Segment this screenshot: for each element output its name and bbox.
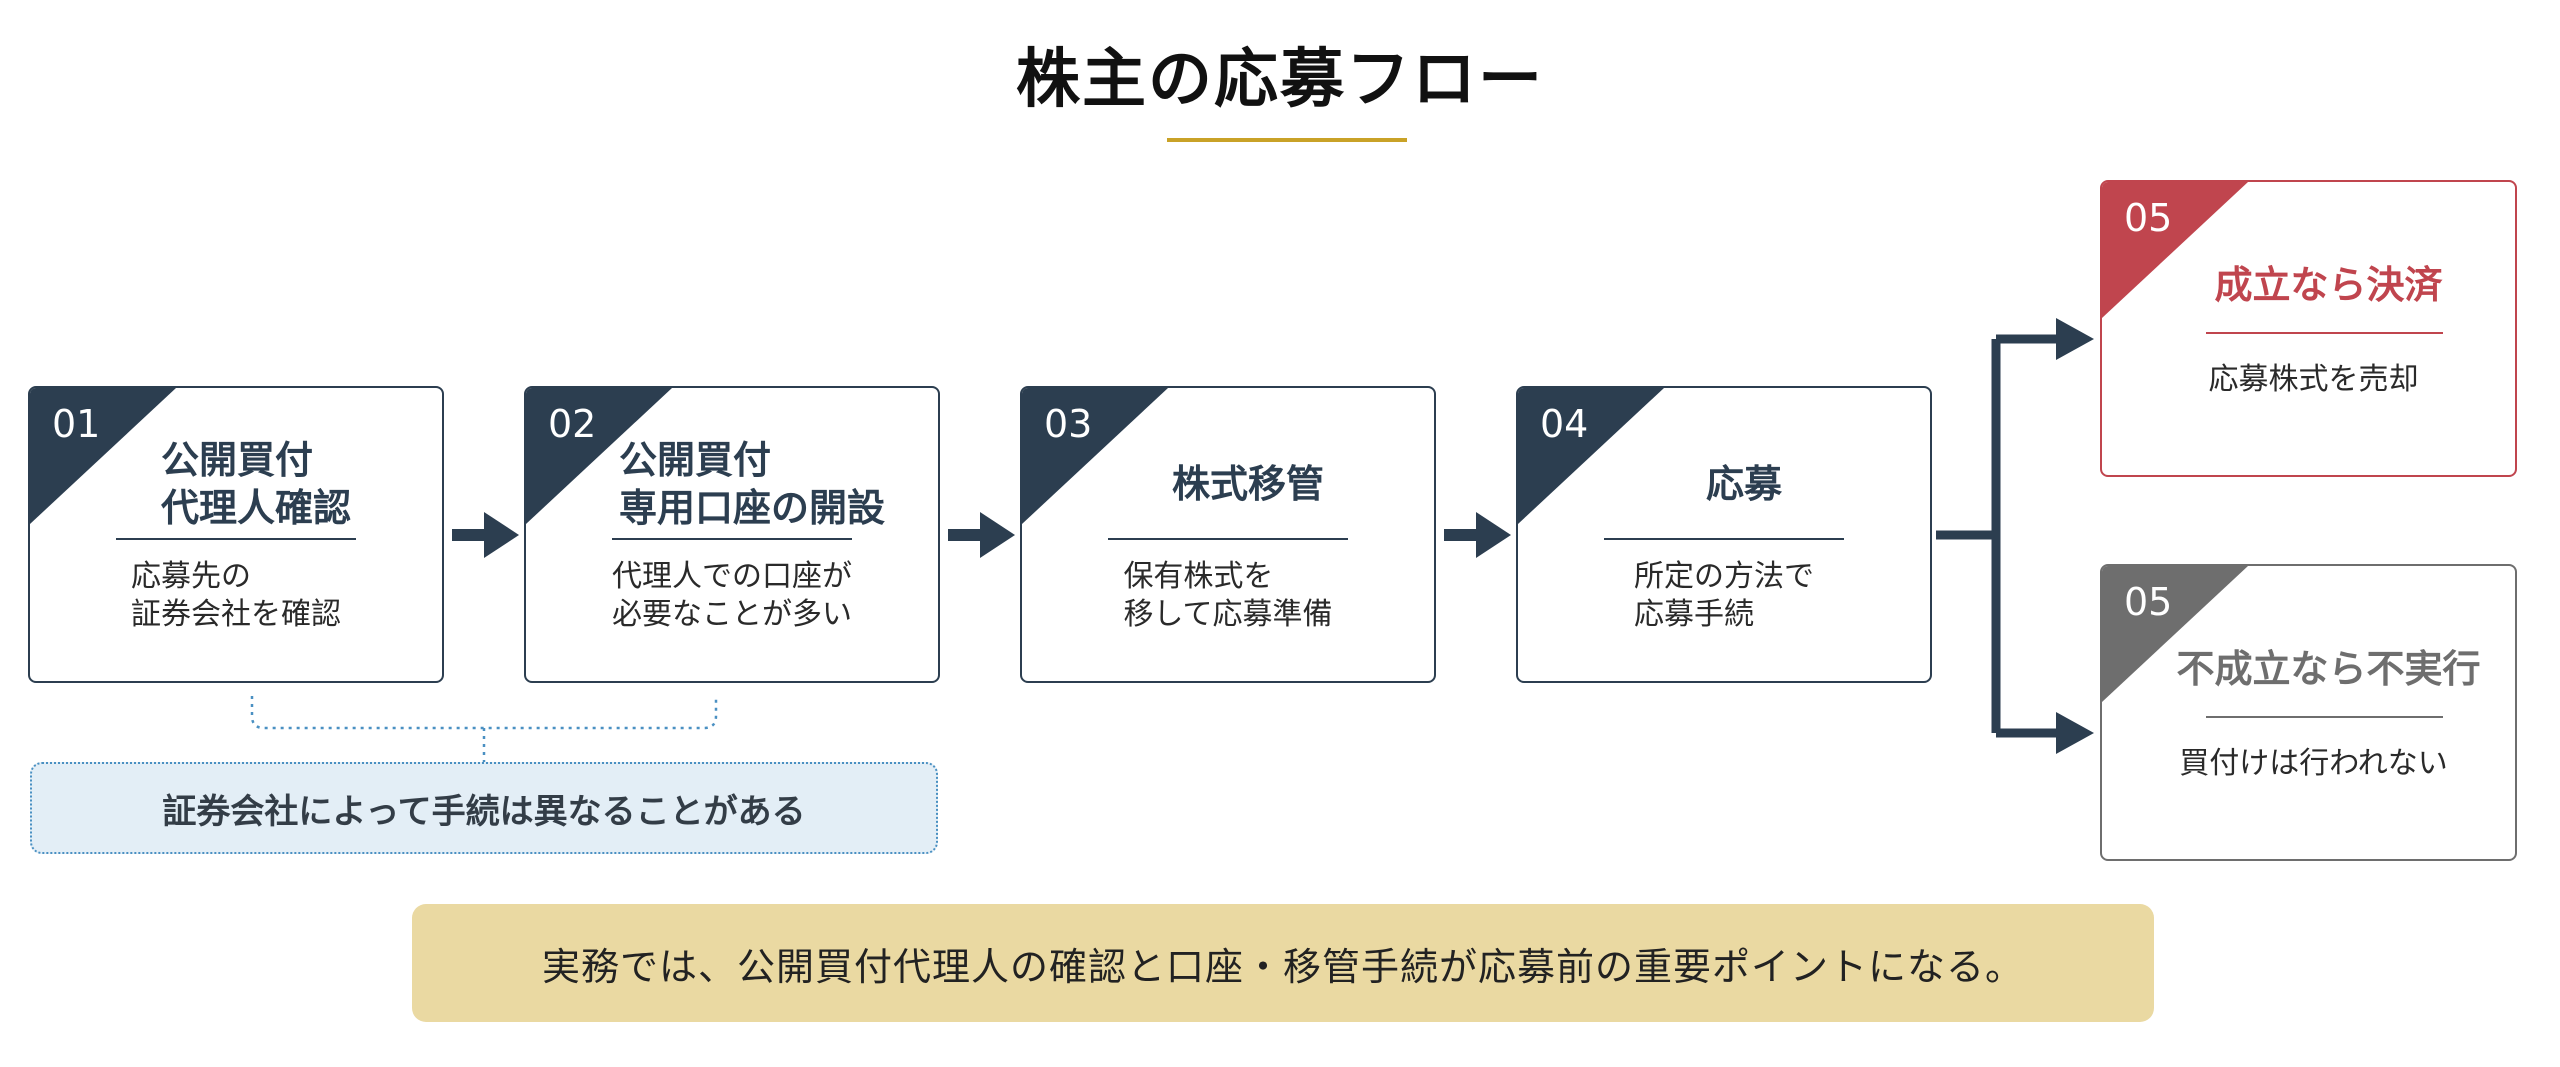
summary-banner: 実務では、公開買付代理人の確認と口座・移管手続が応募前の重要ポイントになる。	[412, 904, 2154, 1022]
outcome-card-failure: 05 不成立なら不実行 買付けは行われない	[2100, 564, 2517, 861]
outcome-number: 05	[2124, 580, 2173, 624]
step-heading: 株式移管	[1171, 462, 1324, 506]
step-body-wrap: 保有株式を 移して応募準備	[1022, 558, 1434, 634]
step-heading-wrap: 株式移管	[1022, 432, 1434, 536]
step-number: 02	[548, 402, 597, 446]
outcome-heading: 不成立なら不実行	[2176, 647, 2481, 691]
title-underline	[1167, 138, 1407, 142]
step-divider	[116, 538, 356, 540]
step-number: 04	[1540, 402, 1589, 446]
arrow-right-icon	[948, 512, 1015, 558]
outcome-divider	[2206, 332, 2443, 334]
outcome-number: 05	[2124, 196, 2173, 240]
step-number: 01	[52, 402, 101, 446]
outcome-description: 応募株式を売却	[2208, 362, 2419, 397]
step-heading: 公開買付 専用口座の開設	[618, 438, 885, 530]
step-heading: 公開買付 代理人確認	[160, 438, 351, 530]
step-body-wrap: 代理人での口座が 必要なことが多い	[526, 558, 938, 634]
step-divider	[1604, 538, 1844, 540]
outcome-heading: 成立なら決済	[2214, 263, 2443, 307]
step-card-03: 03 株式移管 保有株式を 移して応募準備	[1020, 386, 1436, 683]
step-heading-wrap: 応募	[1518, 432, 1930, 536]
step-heading-wrap: 公開買付 専用口座の開設	[526, 432, 938, 536]
arrow-right-icon	[1444, 512, 1511, 558]
step-body-wrap: 応募先の 証券会社を確認	[30, 558, 442, 634]
step-heading: 応募	[1705, 462, 1782, 506]
branch-connector	[1936, 334, 2060, 738]
step-card-02: 02 公開買付 専用口座の開設 代理人での口座が 必要なことが多い	[524, 386, 940, 683]
step-divider	[1108, 538, 1348, 540]
step-description: 保有株式を 移して応募準備	[1123, 559, 1333, 632]
note-bracket	[250, 696, 718, 762]
page-title: 株主の応募フロー	[1016, 43, 1544, 117]
arrow-right-icon	[2056, 318, 2094, 360]
arrow-right-icon	[2056, 712, 2094, 754]
note-box: 証券会社によって手続は異なることがある	[30, 762, 938, 854]
outcome-description: 買付けは行われない	[2179, 746, 2448, 781]
step-description: 所定の方法で 応募手続	[1634, 559, 1814, 632]
step-number: 03	[1044, 402, 1093, 446]
outcome-card-success: 05 成立なら決済 応募株式を売却	[2100, 180, 2517, 477]
step-card-04: 04 応募 所定の方法で 応募手続	[1516, 386, 1932, 683]
step-description: 代理人での口座が 必要なことが多い	[612, 559, 852, 632]
arrow-right-icon	[452, 512, 519, 558]
step-divider	[612, 538, 852, 540]
outcome-divider	[2206, 716, 2443, 718]
step-description: 応募先の 証券会社を確認	[131, 559, 341, 632]
step-heading-wrap: 公開買付 代理人確認	[30, 432, 442, 536]
step-card-01: 01 公開買付 代理人確認 応募先の 証券会社を確認	[28, 386, 444, 683]
step-body-wrap: 所定の方法で 応募手続	[1518, 558, 1930, 634]
